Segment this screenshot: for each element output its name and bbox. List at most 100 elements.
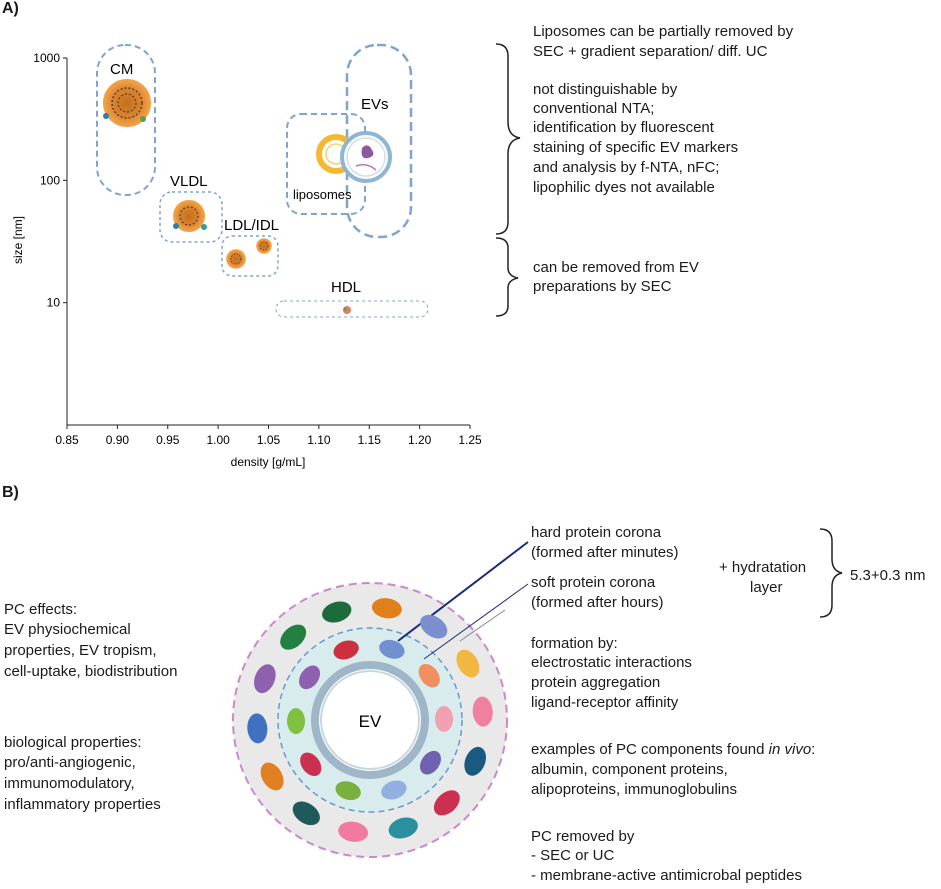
x-tick-label: 1.15 [358,433,382,447]
x-tick-label: 1.10 [307,433,331,447]
protein-outer [371,598,402,619]
protein-outer [433,790,460,816]
ldl-particle-2 [256,238,272,254]
x-tick-label: 0.85 [55,433,79,447]
note-line-1: Liposomes can be partially removed by [533,23,794,40]
y-tick-label: 1000 [33,51,60,65]
pc-effects-line-1: PC effects: [4,601,78,618]
protein-outer [420,614,448,639]
bio-props-line-2: pro/anti-angiogenic, [4,754,136,771]
formation-line-4: ligand-receptor affinity [531,694,679,711]
protein-outer [456,649,480,678]
removed-line-3: - membrane-active antimicrobal peptides [531,867,802,884]
vldl-region [159,191,223,243]
examples-line-2: alipoproteins, immunoglobulins [531,781,737,798]
hdl-particle [343,306,351,314]
examples-line-1: albumin, component proteins, [531,761,728,778]
brace-lower [495,237,519,317]
brace-thickness [819,528,843,618]
ev-vesicle [311,661,429,779]
protein-outer [292,801,320,826]
thickness-value: 5.3+0.3 nm [850,567,926,584]
ev-region [345,43,413,239]
protein-inner [418,663,440,688]
note-line-2: SEC + gradient separation/ diff. UC [533,43,768,60]
ldl-region [221,235,279,277]
protein-inner [287,708,306,735]
formation-line-1: formation by: [531,635,618,652]
cm-region [96,44,156,196]
y-tick-label: 100 [40,173,60,187]
x-axis-label: density [g/mL] [231,455,306,469]
hydration-line-2: layer [750,579,783,596]
protein-outer [254,664,276,694]
ev-particle [340,131,392,183]
ldl-idl-label: LDL/IDL [224,217,279,234]
x-tick-label: 1.25 [458,433,482,447]
note-line-8: lipophilic dyes not available [533,179,715,196]
pc-effects-line-2: EV physiochemical [4,621,131,638]
note-line-5: identification by fluorescent [533,119,714,136]
note-line-9: can be removed from EV [533,259,699,276]
hdl-region [275,300,429,318]
protein-outer [472,696,493,727]
hdl-label: HDL [331,279,361,296]
x-tick-label: 0.90 [106,433,130,447]
ev-label: EV [359,712,382,731]
panel-b-label: B) [2,484,19,501]
y-tick-label: 10 [47,296,61,310]
note-line-7: and analysis by f-NTA, nFC; [533,159,720,176]
liposomes-label: liposomes [293,187,352,202]
vldl-label: VLDL [170,173,208,190]
x-tick-label: 1.05 [257,433,281,447]
protein-outer [338,821,369,842]
protein-inner [419,750,441,775]
hard-corona-line-2: (formed after minutes) [531,544,679,561]
protein-outer [388,817,418,839]
protein-outer [464,746,486,776]
cm-label: CM [110,61,133,78]
protein-outer [322,601,352,623]
x-ticks: 0.85 0.90 0.95 1.00 1.05 1.10 1.15 1.20 1.25 [55,425,482,447]
protein-inner [335,781,361,801]
protein-blobs [247,598,493,842]
brace-upper [495,43,521,235]
hard-corona-line-1: hard protein corona [531,524,662,541]
removed-line-2: - SEC or UC [531,847,615,864]
protein-outer [260,762,284,791]
note-line-4: conventional NTA; [533,100,655,117]
x-tick-label: 1.20 [408,433,432,447]
liposome-region [286,113,366,215]
vldl-particle [173,200,207,232]
outer-pointer [459,609,506,642]
soft-corona-line-1: soft protein corona [531,574,656,591]
pc-effects-line-4: cell-uptake, biodistribution [4,663,178,680]
protein-inner [300,752,322,777]
x-tick-label: 0.95 [156,433,180,447]
hard-corona-pointer [397,541,529,642]
bio-props-line-1: biological properties: [4,734,142,751]
note-line-10: preparations by SEC [533,278,672,295]
examples-heading: examples of PC components found in vivo: [531,741,816,758]
hydration-line-1: + hydratation [719,559,807,576]
removed-line-1: PC removed by [531,828,635,845]
corona-diagram: EV [232,528,843,858]
panel-a-label: A) [2,0,19,17]
protein-outer [247,713,268,744]
x-tick-label: 1.00 [206,433,230,447]
formation-line-3: protein aggregation [531,674,661,691]
protein-inner [434,705,453,732]
y-ticks: 10 100 1000 [33,51,67,310]
bio-props-line-3: immunomodulatory, [4,775,135,792]
ldl-particle-1 [226,249,246,269]
protein-inner [379,639,405,659]
note-line-6: staining of specific EV markers [533,139,739,156]
bio-props-line-4: inflammatory properties [4,796,161,813]
protein-inner [299,665,321,690]
cm-particle [103,79,151,127]
protein-inner [381,780,407,800]
protein-outer [280,624,307,650]
pc-effects-line-3: properties, EV tropism, [4,642,157,659]
note-line-3: not distinguishable by [533,81,678,98]
protein-inner [333,640,359,660]
